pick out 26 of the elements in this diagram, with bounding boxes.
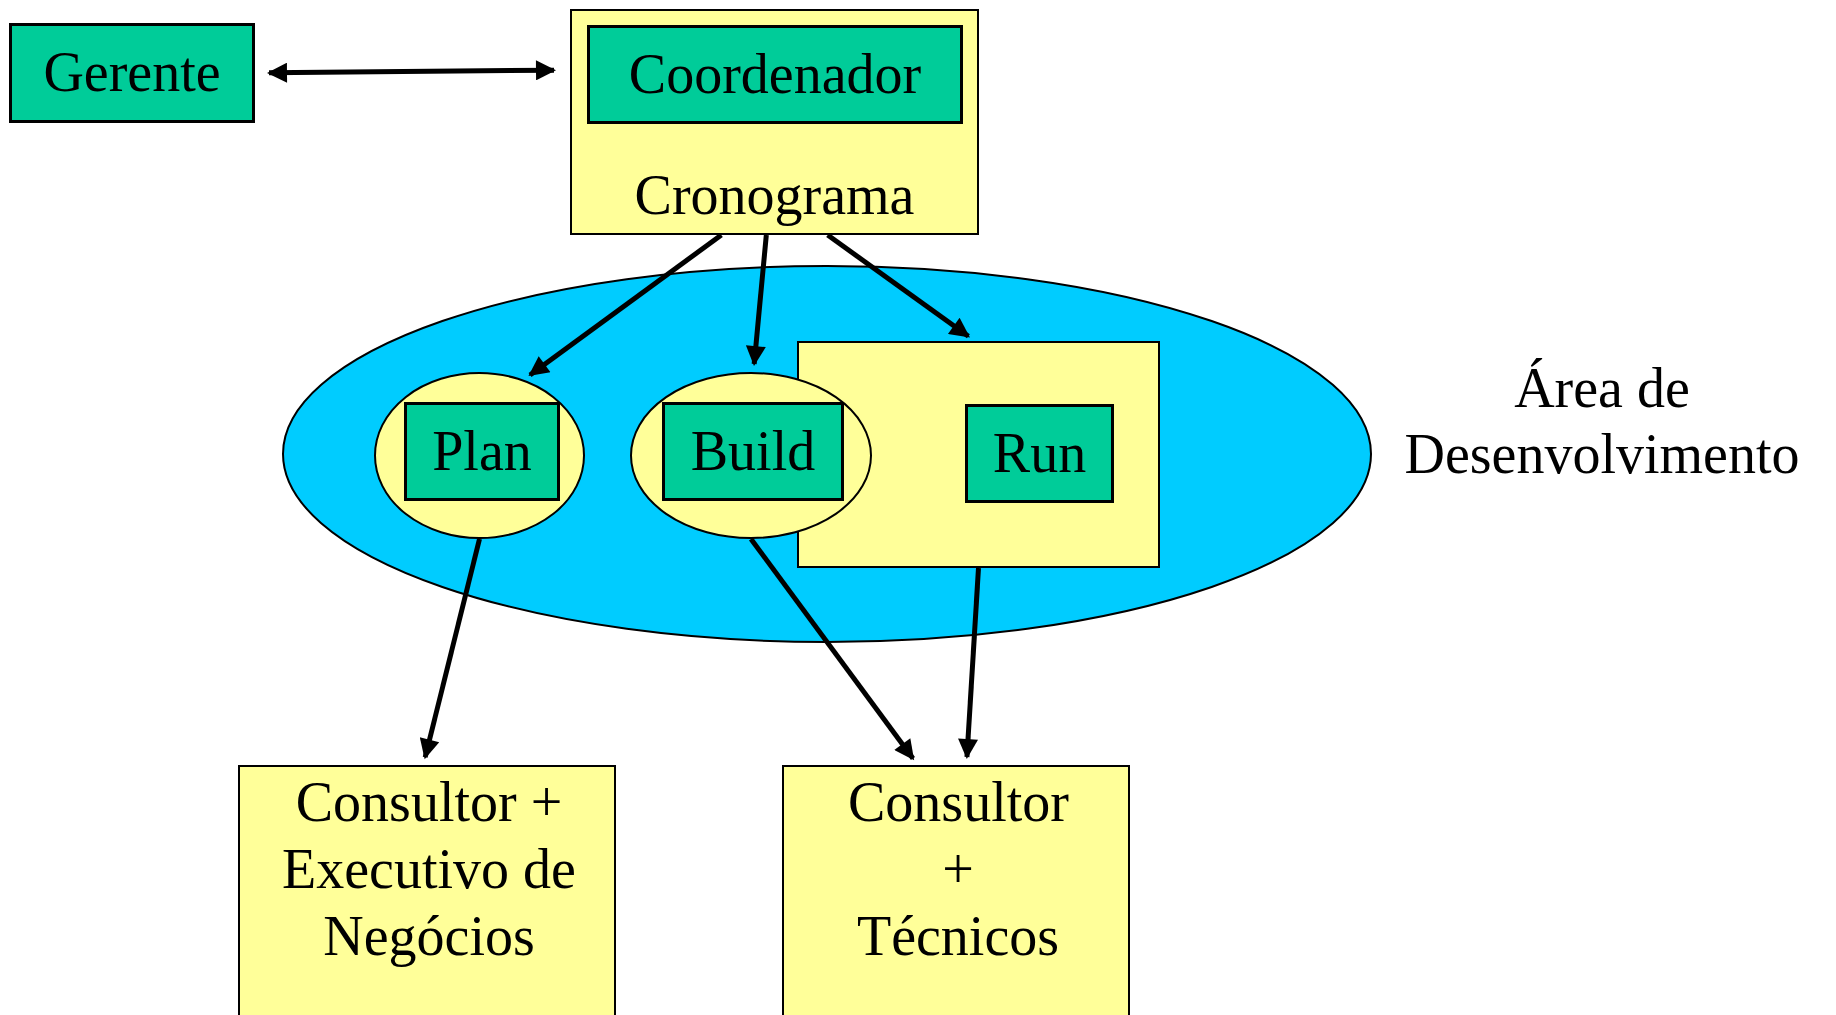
node-label: Consultor + Executivo de Negócios xyxy=(281,770,577,970)
area-ellipse xyxy=(282,265,1372,643)
role-box xyxy=(662,402,844,501)
role-box xyxy=(587,25,963,124)
role-box xyxy=(404,402,560,501)
phase-ellipse xyxy=(374,372,585,539)
group-box xyxy=(238,765,616,1015)
node-label: Run xyxy=(991,420,1088,486)
area-label: Área de Desenvolvimento xyxy=(1403,356,1801,488)
arrow xyxy=(419,538,482,760)
group-box xyxy=(570,9,979,235)
arrow xyxy=(958,567,981,759)
node-label: Build xyxy=(689,418,817,484)
node-label: Cronograma xyxy=(633,162,916,228)
arrow xyxy=(745,234,769,367)
node-label: Consultor + Técnicos xyxy=(848,770,1068,970)
node-label: Gerente xyxy=(42,40,222,106)
node-label: Plan xyxy=(431,418,533,484)
node-label: Coordenador xyxy=(627,41,923,107)
arrow xyxy=(267,60,556,83)
role-box xyxy=(965,404,1114,503)
role-box xyxy=(9,23,255,123)
arrow xyxy=(749,537,915,761)
arrow xyxy=(528,233,723,377)
group-box xyxy=(782,765,1130,1015)
arrow xyxy=(826,232,970,339)
